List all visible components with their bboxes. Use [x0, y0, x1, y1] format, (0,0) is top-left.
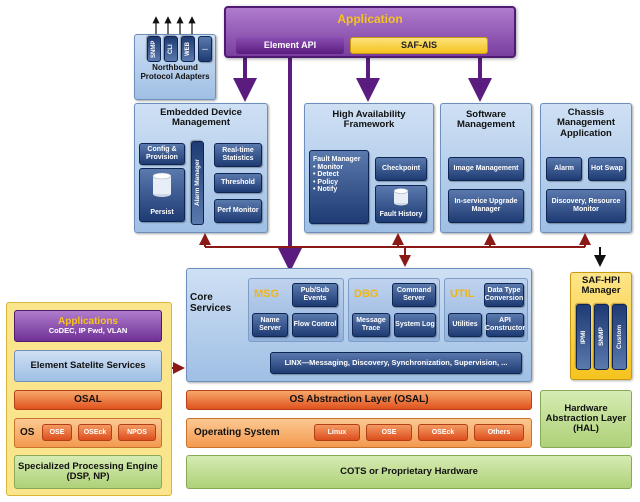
chassis-alarm-box: Alarm — [546, 157, 582, 181]
left-oseck-chip: OSEck — [78, 424, 112, 441]
linx-bar: LINX—Messaging, Discovery, Synchronizati… — [270, 352, 522, 374]
system-log-box: System Log — [394, 313, 436, 337]
northbound-arrows — [152, 16, 196, 34]
applications-subtitle: CoDEC, IP Fwd, VLAN — [48, 326, 128, 336]
persist-label: Persist — [150, 209, 174, 217]
ipmi-box: IPMI — [576, 304, 591, 370]
data-type-conversion-box: Data Type Conversion — [484, 283, 524, 307]
application-title: Application — [337, 12, 403, 26]
discovery-monitor-box: Discovery, Resource Monitor — [546, 189, 626, 223]
left-osal-bar: OSAL — [14, 390, 162, 410]
msg-label: MSG — [254, 288, 280, 300]
util-label: UTIL — [450, 288, 475, 300]
left-os-label: OS — [20, 427, 35, 438]
ha-title: High Availability Framework — [332, 109, 406, 131]
name-server-box: Name Server — [252, 313, 288, 337]
ose-chip: OSE — [366, 424, 412, 441]
utilities-box: Utilities — [448, 313, 482, 337]
config-provision-box: Config & Provision — [139, 143, 185, 165]
specialized-engine-box: Specialized Processing Engine (DSP, NP) — [14, 455, 162, 489]
hot-swap-box: Hot Swap — [588, 157, 626, 181]
osal-layer: OS Abstraction Layer (OSAL) — [186, 390, 532, 410]
oseck-chip: OSEck — [418, 424, 468, 441]
saf-hpi-title: SAF-HPI Manager — [581, 275, 621, 297]
persist-database-icon — [152, 172, 172, 197]
fault-item-detect: • Detect — [313, 171, 339, 179]
web-adapter: WEB — [181, 36, 195, 62]
dbg-label: DBG — [354, 288, 379, 300]
element-satellite-box: Element Satelite Services — [14, 350, 162, 382]
fault-item-notify: • Notify — [313, 186, 338, 194]
linux-chip: Linux — [314, 424, 360, 441]
applications-title: Applications — [57, 315, 118, 327]
cli-adapter: CLI — [164, 36, 178, 62]
northbound-label: Northbound Protocol Adapters — [140, 63, 210, 81]
npos-chip: NPOS — [118, 424, 156, 441]
api-constructor-box: API Constructor — [485, 313, 525, 337]
command-server-box: Command Server — [392, 283, 436, 307]
edm-title: Embedded Device Management — [160, 107, 242, 129]
threshold-box: Threshold — [214, 173, 262, 193]
upgrade-manager-box: In-service Upgrade Manager — [448, 189, 524, 223]
hal-box: Hardware Abstraction Layer (HAL) — [540, 390, 632, 448]
realtime-statistics-box: Real-time Statistics — [214, 143, 262, 167]
snmp-adapter: SNMP — [147, 36, 161, 62]
chassis-title: Chassis Management Application — [556, 107, 616, 139]
sw-title: Software Management — [456, 109, 516, 131]
image-management-box: Image Management — [448, 157, 524, 181]
saf-ais-bar: SAF-AIS — [350, 37, 488, 54]
flow-control-box: Flow Control — [292, 313, 338, 337]
message-trace-box: Message Trace — [352, 313, 390, 337]
core-services-title: Core Services — [190, 292, 232, 314]
fault-item-monitor: • Monitor — [313, 163, 344, 171]
fault-history-label: Fault History — [379, 211, 423, 219]
pub-sub-events-box: Pub/Sub Events — [292, 283, 338, 307]
fault-item-policy: • Policy — [313, 178, 339, 186]
hpi-snmp-box: SNMP — [594, 304, 609, 370]
custom-box: Custom — [612, 304, 627, 370]
checkpoint-box: Checkpoint — [375, 157, 427, 181]
element-api-bar: Element API — [236, 37, 344, 54]
more-adapters: ... — [198, 36, 212, 62]
hardware-layer: COTS or Proprietary Hardware — [186, 455, 632, 489]
perf-monitor-box: Perf Monitor — [214, 199, 262, 223]
left-ose-chip: OSE — [42, 424, 72, 441]
applications-box: Applications CoDEC, IP Fwd, VLAN — [14, 310, 162, 342]
fault-history-database-icon — [393, 188, 409, 206]
fault-manager-label: Fault Manager — [313, 156, 361, 163]
fault-manager-box: Fault Manager • Monitor • Detect • Polic… — [309, 150, 369, 224]
alarm-manager-bar: Alarm Manager — [191, 141, 204, 225]
operating-system-label: Operating System — [194, 427, 280, 438]
saf-ais-label: SAF-AIS — [401, 39, 437, 50]
others-chip: Others — [474, 424, 524, 441]
element-api-label: Element API — [263, 39, 317, 50]
